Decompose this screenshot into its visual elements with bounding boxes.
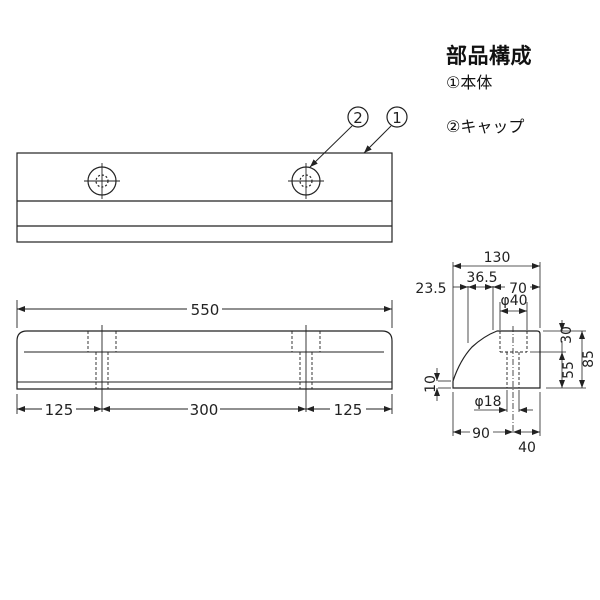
dim-counterbore-depth: 30 <box>559 326 575 344</box>
legend-item-cap: ②キャップ <box>446 117 525 136</box>
body-outline-front <box>16 330 393 390</box>
dim-overall-width: 130 <box>484 250 511 266</box>
dim-overall-height: 85 <box>581 350 597 368</box>
callout-label-2: 2 <box>353 109 363 127</box>
legend-item-body: ①本体 <box>446 73 493 92</box>
dim-left-offset: 125 <box>45 401 74 419</box>
side-view <box>434 262 586 436</box>
dim-23-5: 23.5 <box>415 281 446 297</box>
dim-70: 70 <box>509 281 527 297</box>
dim-edge-height: 10 <box>423 375 439 393</box>
cap-icon-right <box>288 163 324 199</box>
dim-hole-depth: 55 <box>561 361 577 379</box>
callout-cap <box>309 106 369 168</box>
dim-left-to-center: 90 <box>472 426 490 442</box>
legend-title: 部品構成 <box>446 44 532 68</box>
dim-hole-dia: φ18 <box>474 394 501 410</box>
dim-overall-length: 550 <box>191 301 220 319</box>
callout-body <box>363 106 408 154</box>
front-view <box>16 300 393 414</box>
top-view <box>16 106 408 243</box>
dim-center-to-right: 40 <box>518 440 536 456</box>
parts-legend: 部品構成 ①本体 ②キャップ <box>446 40 532 138</box>
dim-hole-pitch: 300 <box>190 401 219 419</box>
callout-label-1: 1 <box>392 109 402 127</box>
hidden-hole-right <box>291 331 321 389</box>
cap-icon-left <box>84 163 120 199</box>
body-profile-side <box>452 330 541 389</box>
hidden-hole-left <box>87 331 117 389</box>
dim-36-5: 36.5 <box>466 270 497 286</box>
body-outline-top <box>16 152 393 243</box>
dim-right-offset: 125 <box>334 401 363 419</box>
dim-counterbore-dia: φ40 <box>500 293 527 309</box>
